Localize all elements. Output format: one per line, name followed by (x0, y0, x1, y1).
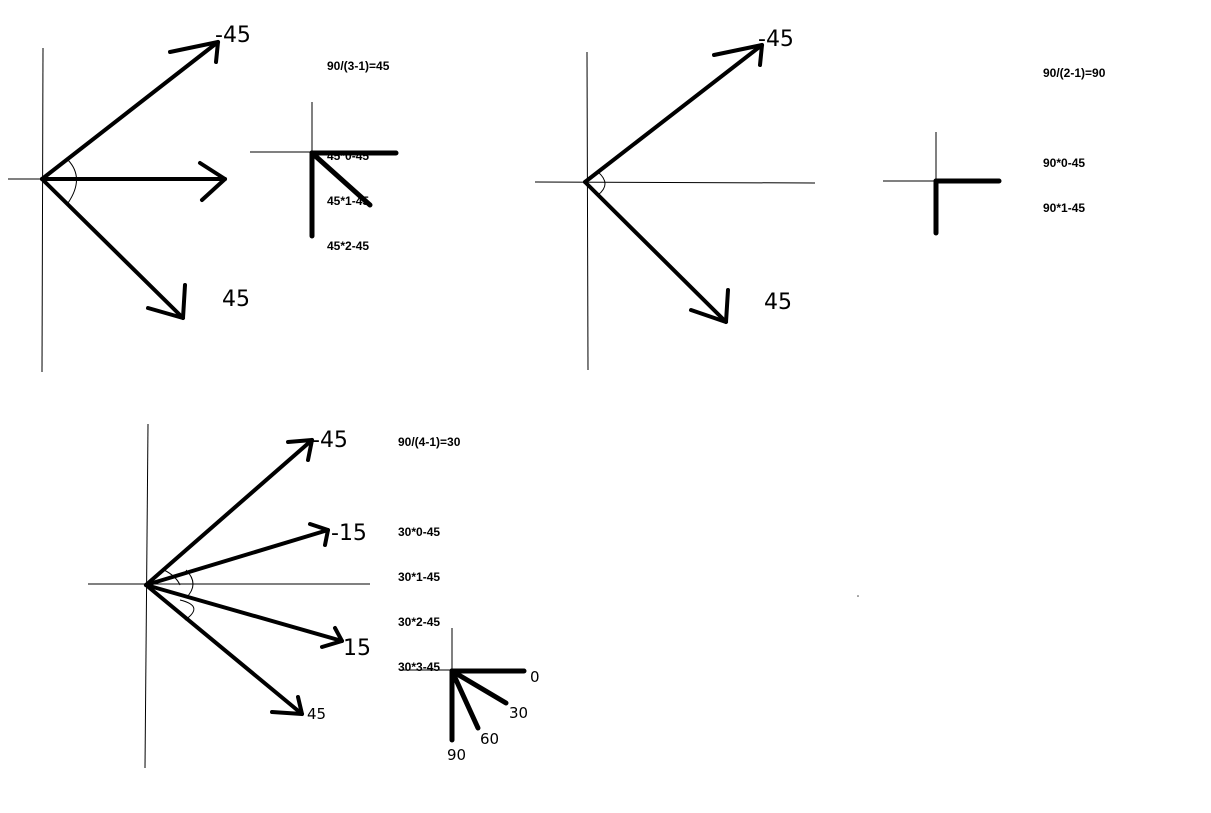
diagram-1-label-up: -45 (215, 23, 251, 48)
diagram-3-inset: 0 30 60 90 (400, 628, 540, 764)
diagram-2-angle-arc (597, 171, 606, 196)
diagram-2-x-axis (534, 181, 816, 184)
diagram-3-label-minus-15: -15 (331, 521, 367, 546)
diagram-1-label-down: 45 (222, 287, 250, 312)
diagram-2-y-axis (586, 51, 589, 371)
diagram-1-inset (250, 102, 399, 239)
diagram-2-arrow-down (583, 180, 730, 324)
diagram-3-angle-arc-middle (185, 569, 194, 599)
diagram-3-arrow-minus-15 (144, 522, 330, 587)
inset-label-30: 30 (509, 704, 528, 722)
diagram-1: -45 45 (8, 23, 399, 373)
diagram-2-formula: 90/(2-1)=90 (1043, 66, 1106, 80)
diagram-3-label-minus-45: -45 (312, 428, 348, 453)
diagram-3-formula: 90/(4-1)=30 (398, 435, 461, 449)
diagram-2-inset (883, 132, 1002, 236)
diagram-1-step: 45*1-45 (327, 194, 370, 208)
diagram-1-angle-arc (67, 159, 77, 204)
diagram-3-step: 30*1-45 (398, 570, 441, 584)
diagram-2-arrow-up (583, 43, 764, 184)
inset-label-60: 60 (480, 730, 499, 748)
diagram-1-step: 45*2-45 (327, 239, 370, 253)
diagram-3-label-plus-45: 45 (307, 705, 326, 723)
diagram-3-y-axis (144, 423, 149, 769)
diagram-3-arrow-plus-45 (144, 583, 304, 716)
diagram-3-angle-arc-lower (179, 599, 195, 621)
diagram-2: -45 45 (534, 27, 1002, 371)
diagram-1-arrow-up (40, 40, 220, 181)
diagram-2-step: 90*1-45 (1043, 201, 1086, 215)
diagram-1-arrow-down (40, 177, 187, 320)
diagram-3-arrow-minus-45 (144, 438, 314, 587)
diagram-1-step: 45*0-45 (327, 149, 370, 163)
diagram-3-label-plus-15: 15 (343, 636, 371, 661)
inset-label-0: 0 (530, 668, 540, 686)
diagram-2-label-down: 45 (764, 290, 792, 315)
diagram-3-arrow-plus-15 (144, 583, 344, 649)
stray-dot (857, 595, 859, 597)
diagram-3-step: 30*0-45 (398, 525, 441, 539)
diagram-1-y-axis (41, 47, 44, 373)
diagram-2-step: 90*0-45 (1043, 156, 1086, 170)
diagram-3-step: 30*2-45 (398, 615, 441, 629)
diagram-3-notes: 90/(4-1)=30 30*0-45 30*1-45 30*2-45 30*3… (398, 405, 460, 690)
diagram-1-formula: 90/(3-1)=45 (327, 59, 390, 73)
inset-label-90: 90 (447, 746, 466, 764)
diagram-3: -45 -15 15 45 0 30 60 90 (88, 423, 540, 769)
diagram-3-angle-arc-upper (163, 569, 181, 586)
diagram-1-notes: 90/(3-1)=45 45*0-45 45*1-45 45*2-45 (327, 29, 389, 269)
diagram-2-notes: 90/(2-1)=90 90*0-45 90*1-45 (1043, 36, 1105, 231)
diagram-3-step: 30*3-45 (398, 660, 441, 674)
diagram-1-arrow-horizontal (40, 161, 227, 202)
diagram-2-label-up: -45 (758, 27, 794, 52)
